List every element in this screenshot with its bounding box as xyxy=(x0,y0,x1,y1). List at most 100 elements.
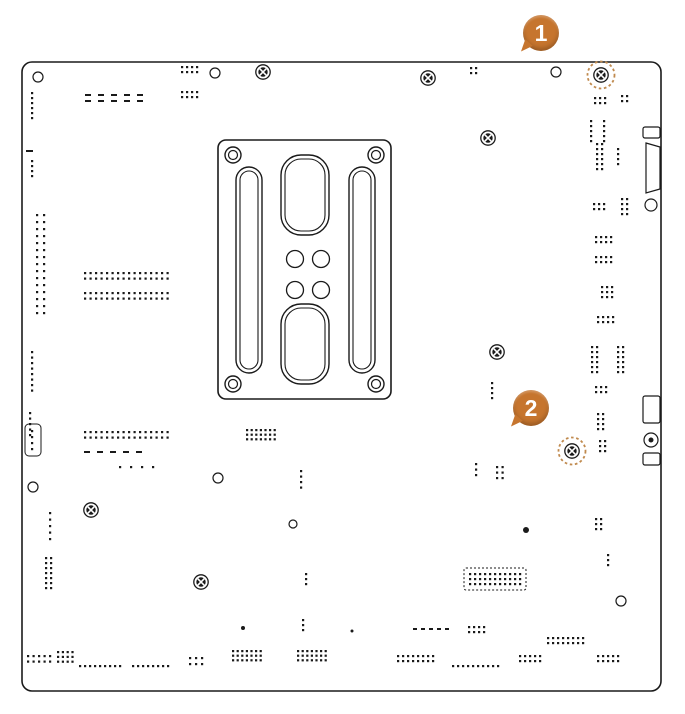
connector-pin xyxy=(155,431,158,434)
connector-pin xyxy=(622,366,625,369)
connector-pin xyxy=(590,135,593,138)
connector-pin xyxy=(595,241,598,244)
connector-dash xyxy=(421,628,425,630)
connector-pin xyxy=(617,148,620,151)
connector-pin xyxy=(259,654,262,657)
connector-pin xyxy=(128,431,131,434)
connector-pin xyxy=(100,272,103,275)
connector-pin xyxy=(95,431,98,434)
connector-pin xyxy=(100,431,103,434)
connector-pin xyxy=(603,125,606,128)
connector-pin xyxy=(45,557,48,560)
connector-pin xyxy=(596,143,599,146)
connector-pin xyxy=(43,256,46,259)
connector-pin xyxy=(61,660,64,663)
connector-pin xyxy=(547,637,550,640)
connector-pin xyxy=(161,277,164,280)
screw-icon xyxy=(484,134,492,142)
connector-pin xyxy=(519,660,522,663)
connector-pin xyxy=(71,651,74,654)
connector-pin xyxy=(489,573,492,576)
connector-pin xyxy=(612,321,615,324)
connector-pin xyxy=(122,297,125,300)
connector-pin xyxy=(497,665,500,668)
connector-pin xyxy=(501,471,504,474)
connector-pin xyxy=(89,272,92,275)
connector-pin xyxy=(499,583,502,586)
connector-dash xyxy=(110,451,116,453)
connector-pin xyxy=(186,66,189,69)
connector-pin xyxy=(626,198,629,201)
connector-pin xyxy=(167,665,170,668)
connector-pin xyxy=(196,91,199,94)
connector-pin xyxy=(577,642,580,645)
connector-pin xyxy=(306,659,309,662)
connector-pin xyxy=(557,642,560,645)
connector-pin xyxy=(43,291,46,294)
connector-pin xyxy=(606,291,609,294)
connector-pin xyxy=(603,140,606,143)
connector-dash xyxy=(84,451,90,453)
callout-badge-1: 1 xyxy=(517,15,559,55)
connector-pin xyxy=(31,165,34,168)
connector-pin xyxy=(36,214,39,217)
connector-pin xyxy=(50,582,53,585)
connector-pin xyxy=(599,450,602,453)
connector-pin xyxy=(324,659,327,662)
connector-pin xyxy=(598,208,601,211)
connector-pin xyxy=(597,418,600,421)
connector-pin xyxy=(61,655,64,658)
connector-pin xyxy=(36,312,39,315)
screw-icon xyxy=(259,68,267,76)
connector-pin xyxy=(315,650,318,653)
connector-pin xyxy=(186,96,189,99)
connector-pin xyxy=(232,650,235,653)
solder-dot xyxy=(523,527,529,533)
connector-pin xyxy=(482,665,485,668)
connector-pin xyxy=(150,431,153,434)
connector-pin xyxy=(95,292,98,295)
mounting-hole xyxy=(32,71,44,83)
connector-pin xyxy=(479,583,482,586)
connector-pin xyxy=(195,657,198,660)
connector-pin xyxy=(144,297,147,300)
connector-pin xyxy=(236,659,239,662)
connector-pin xyxy=(31,97,34,100)
connector-pin xyxy=(111,297,114,300)
connector-pin xyxy=(31,367,34,370)
connector-pin xyxy=(95,436,98,439)
connector-pin xyxy=(49,538,52,541)
connector-pin xyxy=(422,660,425,663)
connector-pin xyxy=(61,651,64,654)
connector-pin xyxy=(245,650,248,653)
connector-pin xyxy=(114,665,117,668)
connector-dash xyxy=(124,94,130,96)
connector-pin xyxy=(57,660,60,663)
connector-pin xyxy=(489,583,492,586)
connector-pin xyxy=(109,665,112,668)
connector-pin xyxy=(599,102,602,105)
connector-pin xyxy=(617,660,620,663)
connector-pin xyxy=(467,665,470,668)
connector-pin xyxy=(472,665,475,668)
connector-pin xyxy=(31,175,34,178)
heatsink-screw xyxy=(370,378,382,390)
connector-pin xyxy=(315,654,318,657)
connector-pin xyxy=(45,577,48,580)
solder-dot xyxy=(241,626,245,630)
connector-pin xyxy=(514,573,517,576)
connector-pin xyxy=(469,578,472,581)
connector-pin xyxy=(117,277,120,280)
connector-pin xyxy=(31,373,34,376)
mounting-hole xyxy=(209,67,221,79)
connector-pin xyxy=(596,163,599,166)
connector-pin xyxy=(84,436,87,439)
connector-pin xyxy=(300,470,303,473)
connector-pin xyxy=(133,277,136,280)
connector-pin xyxy=(255,659,258,662)
connector-pin xyxy=(489,578,492,581)
connector-pin xyxy=(95,272,98,275)
connector-pin xyxy=(484,583,487,586)
screw-icon xyxy=(424,74,432,82)
callout-number: 2 xyxy=(524,394,538,421)
